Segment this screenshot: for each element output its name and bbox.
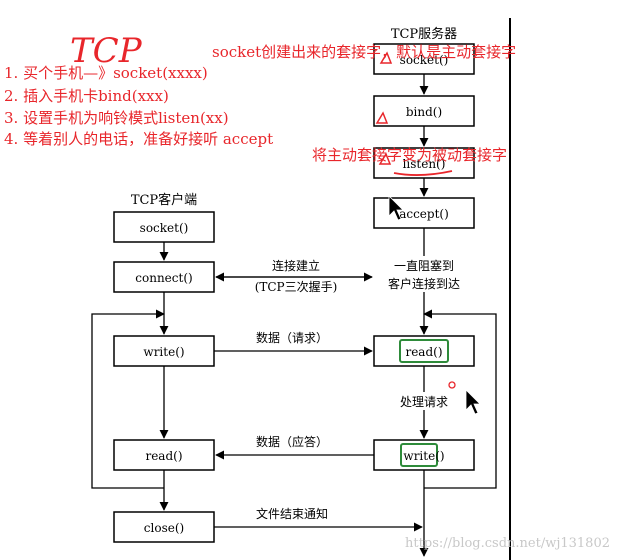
server-read-label: read() <box>405 345 442 359</box>
watermark: https://blog.csdn.net/wj131802 <box>405 536 610 551</box>
block-note-bg <box>376 256 472 292</box>
listen-underline <box>393 170 453 176</box>
client-close-box <box>113 511 215 543</box>
server-socket-box <box>373 43 475 75</box>
block-note-line2: 客户连接到达 <box>388 276 460 291</box>
client-read-label: read() <box>145 449 182 463</box>
client-header: TCP客户端 <box>131 192 197 208</box>
server-accept-label: accept() <box>399 207 449 221</box>
server-write-label: write() <box>403 449 444 463</box>
step-4: 4. 等着别人的电话，准备好接听 accept <box>4 130 273 148</box>
listen-annotation: 将主动套接字变为被动套接字 <box>312 146 507 164</box>
step-3: 3. 设置手机为响铃模式listen(xx) <box>4 109 229 127</box>
request-label: 数据（请求） <box>256 330 328 345</box>
server-bind-box <box>373 95 475 127</box>
server-read-highlight <box>399 339 449 363</box>
server-socket-label: socket() <box>400 53 449 67</box>
client-socket-box <box>113 211 215 243</box>
mouse-cursor-icon <box>388 195 404 221</box>
server-loop-line <box>423 309 497 489</box>
server-bind-label: bind() <box>406 105 442 119</box>
client-write-label: write() <box>143 345 184 359</box>
red-marker-bind <box>375 111 389 124</box>
response-label: 数据（应答） <box>256 434 328 449</box>
handwritten-title: TCP <box>70 31 143 71</box>
server-listen-label: listen() <box>403 157 446 171</box>
establish-label-2: (TCP三次握手) <box>255 279 338 294</box>
client-loop-line <box>91 309 165 489</box>
server-listen-box <box>373 147 475 179</box>
eof-label: 文件结束通知 <box>256 506 328 521</box>
red-dot <box>448 381 456 389</box>
client-write-box <box>113 335 215 367</box>
process-note-bg <box>394 392 454 410</box>
client-connect-label: connect() <box>135 271 192 285</box>
block-note-line1: 一直阻塞到 <box>394 258 454 273</box>
client-socket-label: socket() <box>140 221 189 235</box>
red-marker-socket <box>379 51 393 64</box>
mouse-cursor-icon-2 <box>465 389 481 415</box>
client-close-label: close() <box>144 521 184 535</box>
step-2: 2. 插入手机卡bind(xxx) <box>4 87 169 105</box>
red-marker-listen <box>378 152 392 165</box>
process-note: 处理请求 <box>400 395 448 409</box>
establish-label-1: 连接建立 <box>272 258 320 273</box>
server-header: TCP服务器 <box>391 26 457 42</box>
socket-annotation: socket创建出来的套接字，默认是主动套接字 <box>212 43 516 61</box>
step-1: 1. 买个手机—》socket(xxxx) <box>4 64 208 82</box>
server-write-highlight <box>400 443 438 467</box>
